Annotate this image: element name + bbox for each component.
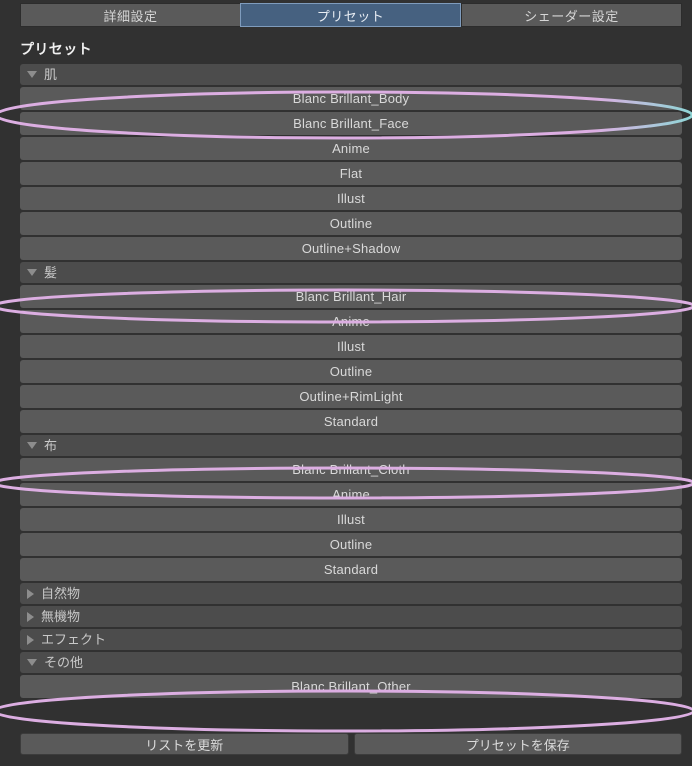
category-header-6[interactable]: その他 bbox=[20, 652, 682, 673]
preset-item[interactable]: Flat bbox=[20, 162, 682, 185]
refresh-list-button[interactable]: リストを更新 bbox=[20, 733, 349, 755]
preset-item[interactable]: Outline bbox=[20, 212, 682, 235]
category-label: 無機物 bbox=[41, 609, 81, 624]
preset-item[interactable]: Outline bbox=[20, 533, 682, 556]
page-title: プリセット bbox=[20, 41, 92, 57]
preset-item[interactable]: Blanc Brillant_Body bbox=[20, 87, 682, 110]
tab-detail-settings[interactable]: 詳細設定 bbox=[20, 3, 240, 27]
category-header-4[interactable]: 無機物 bbox=[20, 606, 682, 627]
triangle-down-icon bbox=[27, 71, 37, 78]
footer-button-bar: リストを更新 プリセットを保存 bbox=[20, 733, 682, 755]
preset-item[interactable]: Anime bbox=[20, 310, 682, 333]
preset-item[interactable]: Standard bbox=[20, 558, 682, 581]
preset-item[interactable]: Illust bbox=[20, 508, 682, 531]
triangle-down-icon bbox=[27, 442, 37, 449]
preset-item[interactable]: Blanc Brillant_Cloth bbox=[20, 458, 682, 481]
category-header-2[interactable]: 布 bbox=[20, 435, 682, 456]
preset-item[interactable]: Illust bbox=[20, 187, 682, 210]
preset-item[interactable]: Illust bbox=[20, 335, 682, 358]
category-label: 自然物 bbox=[41, 586, 81, 601]
preset-item[interactable]: Anime bbox=[20, 137, 682, 160]
category-label: エフェクト bbox=[41, 632, 107, 647]
preset-item[interactable]: Outline+Shadow bbox=[20, 237, 682, 260]
tab-bar: 詳細設定プリセットシェーダー設定 bbox=[20, 3, 682, 27]
triangle-down-icon bbox=[27, 659, 37, 666]
triangle-down-icon bbox=[27, 269, 37, 276]
category-label: 布 bbox=[44, 438, 58, 453]
category-label: その他 bbox=[44, 655, 84, 670]
preset-item[interactable]: Anime bbox=[20, 483, 682, 506]
triangle-right-icon bbox=[27, 588, 34, 599]
tab-shader-settings[interactable]: シェーダー設定 bbox=[461, 3, 682, 27]
category-label: 肌 bbox=[44, 67, 58, 82]
category-header-1[interactable]: 髪 bbox=[20, 262, 682, 283]
tab-preset[interactable]: プリセット bbox=[240, 3, 461, 27]
triangle-right-icon bbox=[27, 611, 34, 622]
category-header-5[interactable]: エフェクト bbox=[20, 629, 682, 650]
preset-item[interactable]: Outline bbox=[20, 360, 682, 383]
preset-item[interactable]: Standard bbox=[20, 410, 682, 433]
category-header-0[interactable]: 肌 bbox=[20, 64, 682, 85]
preset-item[interactable]: Blanc Brillant_Hair bbox=[20, 285, 682, 308]
preset-item[interactable]: Blanc Brillant_Other bbox=[20, 675, 682, 698]
category-header-3[interactable]: 自然物 bbox=[20, 583, 682, 604]
triangle-right-icon bbox=[27, 634, 34, 645]
save-preset-button[interactable]: プリセットを保存 bbox=[353, 733, 682, 755]
preset-item[interactable]: Outline+RimLight bbox=[20, 385, 682, 408]
preset-item[interactable]: Blanc Brillant_Face bbox=[20, 112, 682, 135]
category-label: 髪 bbox=[44, 265, 58, 280]
